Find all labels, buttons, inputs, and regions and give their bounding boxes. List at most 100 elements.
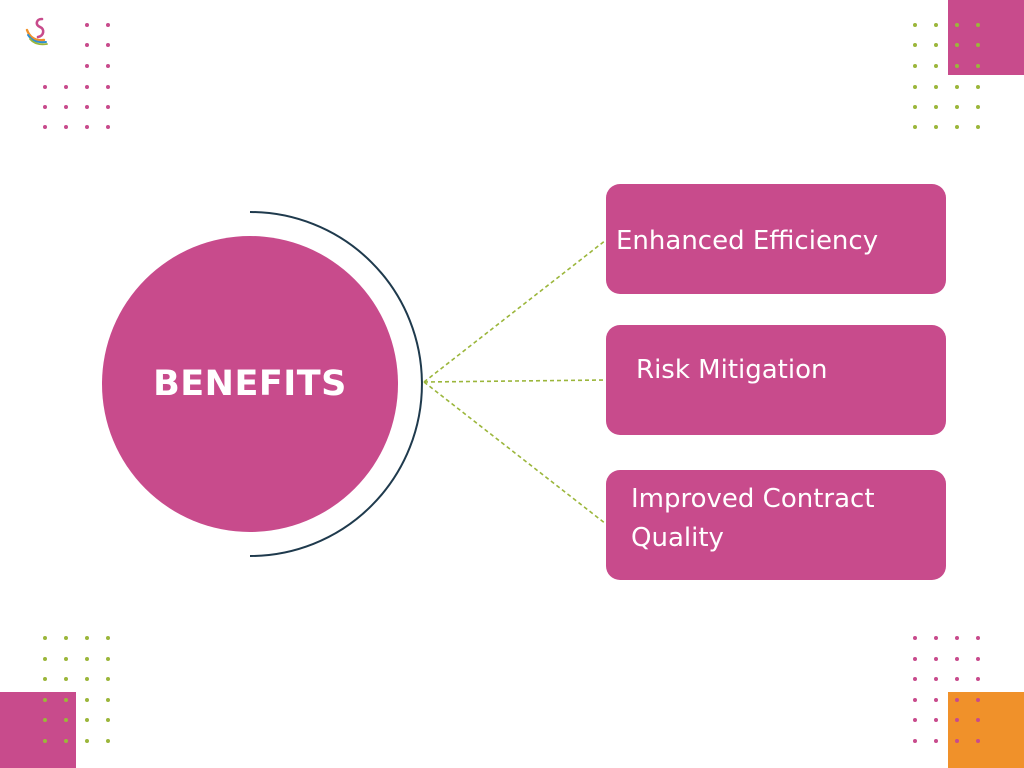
decorative-dot <box>955 739 959 743</box>
decorative-dot <box>106 64 110 68</box>
decorative-dot <box>955 657 959 661</box>
decorative-dot <box>955 85 959 89</box>
decorative-dot <box>976 677 980 681</box>
decorative-dot <box>43 739 47 743</box>
decorative-dot <box>64 125 68 129</box>
decorative-dot <box>85 23 89 27</box>
decorative-dot <box>934 657 938 661</box>
outer-arc <box>249 211 423 557</box>
decorative-dot <box>913 677 917 681</box>
decorative-dot <box>976 85 980 89</box>
decorative-dot <box>955 43 959 47</box>
benefit-label-1: Enhanced Efficiency <box>616 226 879 256</box>
decorative-dot <box>85 125 89 129</box>
connector-line-2 <box>423 379 607 383</box>
decorative-dot <box>106 698 110 702</box>
decorative-dot <box>955 677 959 681</box>
decorative-dot <box>43 125 47 129</box>
decorative-dot <box>976 718 980 722</box>
decorative-dot <box>106 125 110 129</box>
corner-square-bottom-right <box>948 692 1024 768</box>
dot-grid-top-right <box>913 23 980 129</box>
decorative-dot <box>955 125 959 129</box>
connector-line-3 <box>423 381 607 525</box>
decorative-dot <box>43 657 47 661</box>
decorative-dot <box>934 105 938 109</box>
decorative-dot <box>43 698 47 702</box>
decorative-dot <box>955 718 959 722</box>
decorative-dot <box>85 657 89 661</box>
dot-grid-bottom-left <box>43 636 110 743</box>
decorative-dot <box>64 657 68 661</box>
decorative-dot <box>913 698 917 702</box>
decorative-dot <box>955 105 959 109</box>
decorative-dot <box>913 85 917 89</box>
decorative-dot <box>43 105 47 109</box>
decorative-dot <box>64 85 68 89</box>
decorative-dot <box>64 636 68 640</box>
corner-square-top-right <box>948 0 1024 75</box>
dot-grid-top-left <box>43 23 110 129</box>
decorative-dot <box>85 105 89 109</box>
decorative-dot <box>85 64 89 68</box>
decorative-dot <box>934 718 938 722</box>
decorative-dot <box>85 85 89 89</box>
decorative-dot <box>934 85 938 89</box>
benefit-box-3: Improved Contract Quality <box>606 470 946 580</box>
decorative-dot <box>934 677 938 681</box>
decorative-dot <box>976 636 980 640</box>
decorative-dot <box>976 739 980 743</box>
decorative-dot <box>934 23 938 27</box>
benefit-box-2: Risk Mitigation <box>606 325 946 435</box>
decorative-dot <box>913 64 917 68</box>
decorative-dot <box>64 698 68 702</box>
decorative-dot <box>976 657 980 661</box>
decorative-dot <box>934 636 938 640</box>
decorative-dot <box>106 43 110 47</box>
decorative-dot <box>934 43 938 47</box>
decorative-dot <box>934 739 938 743</box>
decorative-dot <box>106 677 110 681</box>
benefit-label-2: Risk Mitigation <box>636 355 828 385</box>
decorative-dot <box>976 105 980 109</box>
decorative-dot <box>106 739 110 743</box>
decorative-dot <box>85 698 89 702</box>
decorative-dot <box>106 657 110 661</box>
decorative-dot <box>64 677 68 681</box>
decorative-dot <box>913 657 917 661</box>
decorative-dot <box>955 64 959 68</box>
decorative-dot <box>106 85 110 89</box>
decorative-dot <box>955 23 959 27</box>
decorative-dot <box>934 698 938 702</box>
decorative-dot <box>976 698 980 702</box>
connector-line-1 <box>423 239 607 383</box>
decorative-dot <box>43 677 47 681</box>
decorative-dot <box>913 105 917 109</box>
decorative-dot <box>913 718 917 722</box>
decorative-dot <box>976 43 980 47</box>
decorative-dot <box>85 739 89 743</box>
decorative-dot <box>976 23 980 27</box>
decorative-dot <box>913 23 917 27</box>
decorative-dot <box>85 43 89 47</box>
decorative-dot <box>934 64 938 68</box>
decorative-dot <box>913 739 917 743</box>
decorative-dot <box>106 105 110 109</box>
decorative-dot <box>913 125 917 129</box>
decorative-dot <box>913 43 917 47</box>
dot-grid-bottom-right <box>913 636 980 743</box>
decorative-dot <box>106 23 110 27</box>
decorative-dot <box>106 718 110 722</box>
decorative-dot <box>106 636 110 640</box>
swan-logo-icon <box>25 17 48 46</box>
decorative-dot <box>43 718 47 722</box>
decorative-dot <box>955 636 959 640</box>
decorative-dot <box>43 85 47 89</box>
decorative-dot <box>913 636 917 640</box>
benefits-circle: BENEFITS <box>102 236 398 532</box>
decorative-dot <box>934 125 938 129</box>
decorative-dot <box>955 698 959 702</box>
decorative-dot <box>64 739 68 743</box>
